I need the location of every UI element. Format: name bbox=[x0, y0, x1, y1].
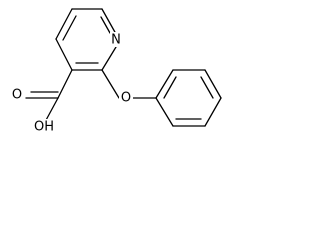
pyridine-ring bbox=[55, 8, 117, 71]
hydroxyl-atom-label: OH bbox=[34, 120, 54, 135]
bond-c6-n1 bbox=[101, 8, 117, 35]
benzene-ring bbox=[155, 69, 222, 127]
carboxylic-acid-group bbox=[25, 69, 73, 123]
double-bond-c4-c5 bbox=[62, 15, 77, 41]
double-bond-c6-n1 bbox=[100, 16, 111, 34]
benzene-bond-3 bbox=[204, 69, 222, 99]
carbonyl-oxygen-atom-label: O bbox=[12, 88, 22, 103]
benzene-bond-6 bbox=[155, 97, 174, 127]
nitrogen-label-background bbox=[110, 32, 122, 47]
phenoxy-group bbox=[101, 69, 222, 127]
carbonyl-oxygen-label-background bbox=[9, 88, 24, 103]
nitrogen-atom-label: N bbox=[111, 33, 121, 48]
bond-c2-oxygen bbox=[101, 69, 120, 99]
bond-c4-c5 bbox=[55, 8, 73, 40]
ether-oxygen-label-background bbox=[119, 91, 133, 106]
benzene-double-bond-2 bbox=[200, 76, 214, 99]
benzene-double-bond-1 bbox=[163, 76, 177, 99]
benzene-bond-4 bbox=[204, 97, 222, 127]
hydroxyl-label-background bbox=[31, 119, 56, 134]
bond-c3-carboxyl bbox=[57, 69, 73, 99]
bond-c-oh bbox=[44, 97, 59, 123]
benzene-bond-1 bbox=[155, 69, 174, 99]
ether-oxygen-atom-label: O bbox=[121, 91, 131, 106]
bond-n1-c2 bbox=[101, 46, 117, 71]
bond-c3-c4 bbox=[55, 38, 73, 71]
chemical-structure-diagram: N O O OH bbox=[9, 8, 222, 135]
